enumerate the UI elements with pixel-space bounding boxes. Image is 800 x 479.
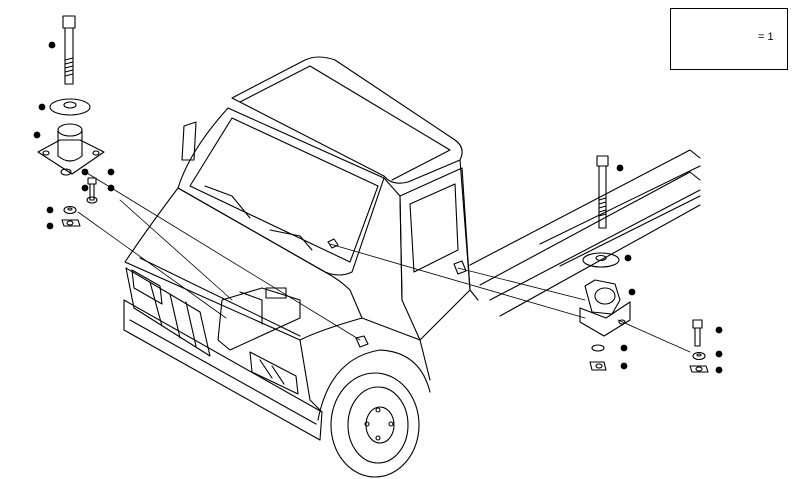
small-washer-left [60, 168, 77, 215]
long-bolt-left [62, 15, 76, 85]
windshield-wiper [204, 185, 251, 219]
cab-door [399, 167, 471, 341]
left-parts-stack [37, 15, 105, 227]
front-wheel [330, 372, 420, 478]
quantity-bullet [107, 168, 115, 176]
quantity-bullet [715, 326, 723, 334]
rubber-mount-right [579, 279, 631, 337]
side-mirror [181, 121, 197, 161]
headlight-left [131, 269, 163, 305]
legend-quantity-text: = 1 [758, 31, 774, 43]
quantity-bullet [81, 168, 89, 176]
nut-left [61, 219, 81, 227]
mount-point-hood [355, 335, 369, 348]
small-bolt-left [86, 177, 98, 204]
cab-roof [231, 56, 463, 184]
wheel-arch [317, 349, 431, 421]
quantity-bullet [81, 184, 89, 192]
front-grille [125, 267, 211, 357]
large-washer-left [49, 98, 91, 116]
rubber-mount-left [37, 123, 105, 175]
quantity-bullet [628, 288, 636, 296]
quantity-bullet [616, 164, 624, 172]
quantity-bullet [624, 254, 632, 262]
front-bumper [123, 299, 323, 441]
quantity-bullets [33, 41, 723, 374]
mount-point-windshield [327, 238, 339, 249]
chassis-frame [469, 149, 701, 317]
quantity-bullet [48, 41, 56, 49]
quantity-bullet [46, 206, 54, 214]
hood [124, 187, 363, 341]
quantity-bullet [715, 350, 723, 358]
windshield-wiper [269, 229, 313, 251]
quantity-bullet [46, 222, 54, 230]
quantity-bullet [620, 362, 628, 370]
small-bolt-right [692, 319, 703, 347]
quantity-bullet [33, 131, 41, 139]
legend-box [670, 8, 788, 70]
leader-lines [77, 169, 691, 353]
engine-mount-bracket [217, 287, 301, 351]
large-washer-right [582, 252, 620, 268]
long-bolt-right [596, 155, 609, 229]
windshield [177, 107, 385, 276]
small-washer-right [591, 344, 706, 361]
headlight-right [249, 351, 299, 395]
mount-point-door [453, 260, 467, 275]
right-parts-stack [579, 155, 709, 373]
quantity-bullet [715, 366, 723, 374]
truck-cab [123, 56, 701, 478]
quantity-bullet [38, 103, 46, 111]
quantity-bullet [107, 184, 115, 192]
quantity-bullet [620, 344, 628, 352]
nut-right [589, 361, 709, 373]
